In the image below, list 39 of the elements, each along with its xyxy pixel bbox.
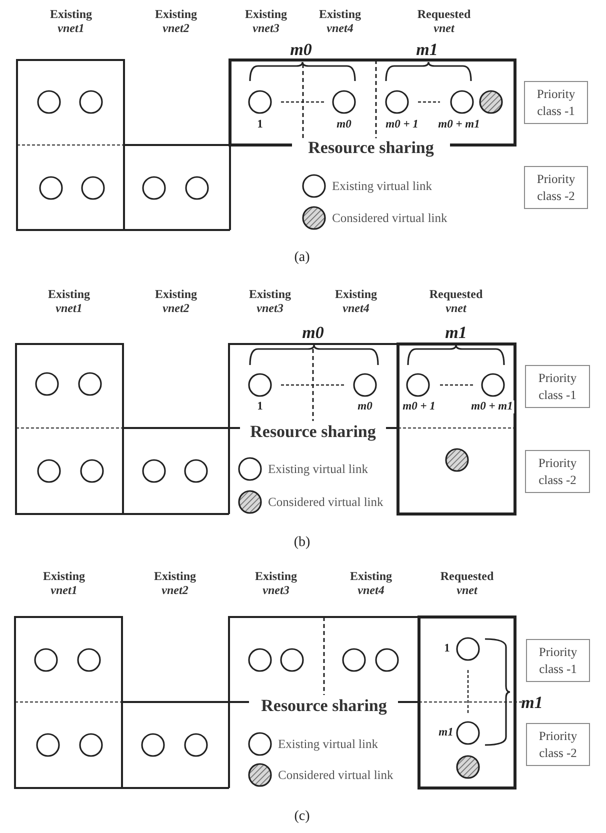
column-heading: Existing vnet2 — [155, 288, 197, 316]
column-heading: Existing vnet3 — [245, 8, 287, 36]
column-heading: Existing vnet1 — [43, 570, 85, 598]
legend-label: Existing virtual link — [332, 178, 432, 194]
priority-class-box: Priority class -1 — [525, 365, 590, 408]
legend-label: Considered virtual link — [278, 768, 394, 782]
column-heading: Existing vnet4 — [350, 570, 392, 598]
priority-class-box: Priority class -1 — [524, 81, 588, 124]
column-heading: Existing vnet2 — [154, 570, 196, 598]
index-label: m0 + m1 — [470, 400, 514, 414]
column-heading: Existing vnet3 — [249, 288, 291, 316]
priority-class-box: Priority class -2 — [525, 450, 590, 493]
panel-caption: (c) — [294, 808, 310, 826]
column-heading: Existing vnet4 — [335, 288, 377, 316]
brace-label: m0 — [302, 323, 324, 343]
column-heading: Existing vnet1 — [48, 288, 90, 316]
brace-label: m0 — [290, 40, 312, 60]
brace-label: m1 — [521, 693, 543, 713]
column-heading: Existing vnet2 — [155, 8, 197, 36]
region-label: Resource sharing — [258, 696, 390, 716]
column-heading: Existing vnet4 — [319, 8, 361, 36]
legend-label: Considered virtual link — [332, 210, 448, 226]
panel-caption: (a) — [294, 250, 310, 266]
column-heading: Existing vnet1 — [50, 8, 92, 36]
brace-label: m1 — [445, 323, 467, 343]
legend-label: Considered virtual link — [268, 494, 384, 510]
region-label: Resource sharing — [247, 422, 379, 442]
region-label: Resource sharing — [305, 138, 437, 158]
priority-class-box: Priority class -2 — [524, 166, 588, 209]
priority-class-box: Priority class -1 — [526, 639, 590, 682]
panel-caption: (b) — [294, 534, 310, 552]
legend-label: Existing virtual link — [268, 462, 368, 476]
legend-label: Existing virtual link — [278, 736, 378, 752]
column-heading: Requested vnet — [440, 570, 494, 598]
brace-label: m1 — [416, 40, 438, 60]
priority-class-box: Priority class -2 — [526, 723, 590, 766]
column-heading: Requested vnet — [429, 288, 483, 316]
column-heading: Requested vnet — [417, 8, 471, 36]
column-heading: Existing vnet3 — [255, 570, 297, 598]
